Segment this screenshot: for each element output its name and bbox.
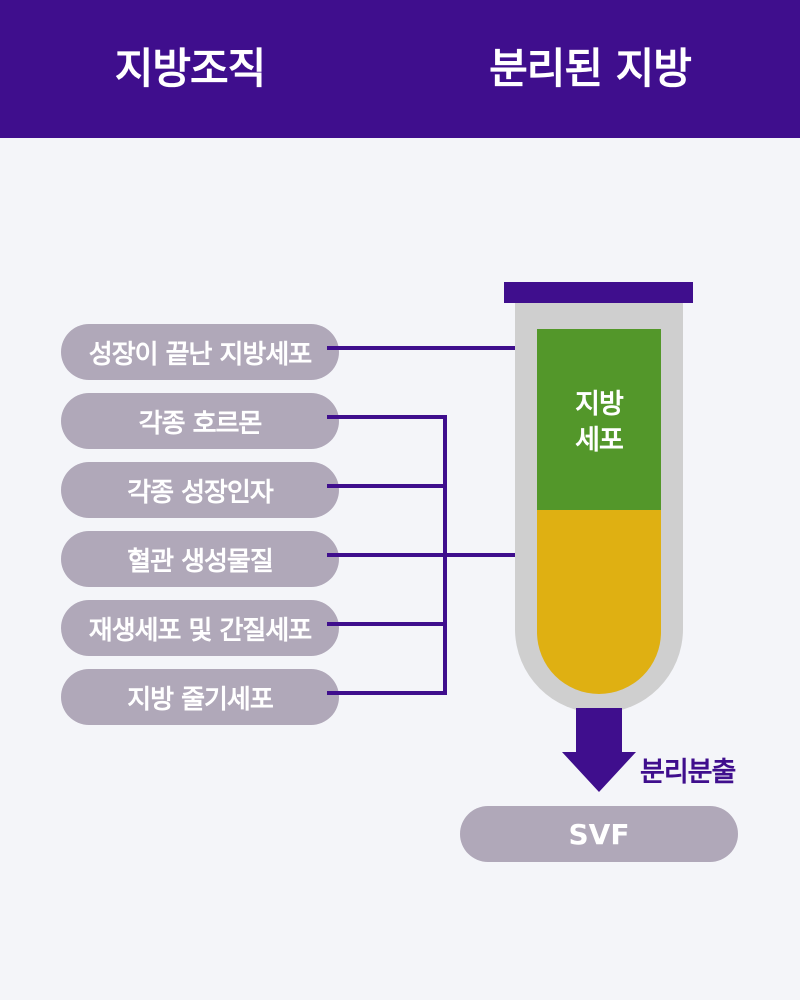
svf-result: SVF — [460, 806, 738, 862]
connector-branch-1 — [327, 415, 447, 419]
connector-branch-3 — [327, 553, 515, 557]
fat-cell-label: 지방 세포 — [575, 389, 624, 456]
adipose-tissue-title: 지방조직 — [114, 44, 267, 93]
component-adipose-stem-cells: 지방 줄기세포 — [61, 669, 339, 725]
connector-branch-2 — [327, 484, 447, 488]
separated-fat-title: 분리된 지방 — [489, 44, 692, 93]
liquid-layer — [537, 510, 661, 694]
test-tube-contents: 지방 세포 — [537, 329, 661, 694]
connector-fat-cells — [327, 346, 515, 350]
separation-label: 분리분출 — [640, 757, 736, 788]
component-hormones: 각종 호르몬 — [61, 393, 339, 449]
component-growth-factors: 각종 성장인자 — [61, 462, 339, 518]
component-angiogenic-factors: 혈관 생성물질 — [61, 531, 339, 587]
component-regenerative-stromal-cells: 재생세포 및 간질세포 — [61, 600, 339, 656]
component-mature-adipocytes: 성장이 끝난 지방세포 — [61, 324, 339, 380]
connector-branch-5 — [327, 691, 447, 695]
connector-branch-4 — [327, 622, 447, 626]
header-banner: 지방조직 분리된 지방 — [0, 0, 800, 138]
connector-bracket-vertical — [443, 419, 447, 695]
down-arrow-icon — [562, 708, 636, 792]
fat-cell-layer: 지방 세포 — [537, 329, 661, 510]
test-tube-cap — [504, 282, 693, 303]
